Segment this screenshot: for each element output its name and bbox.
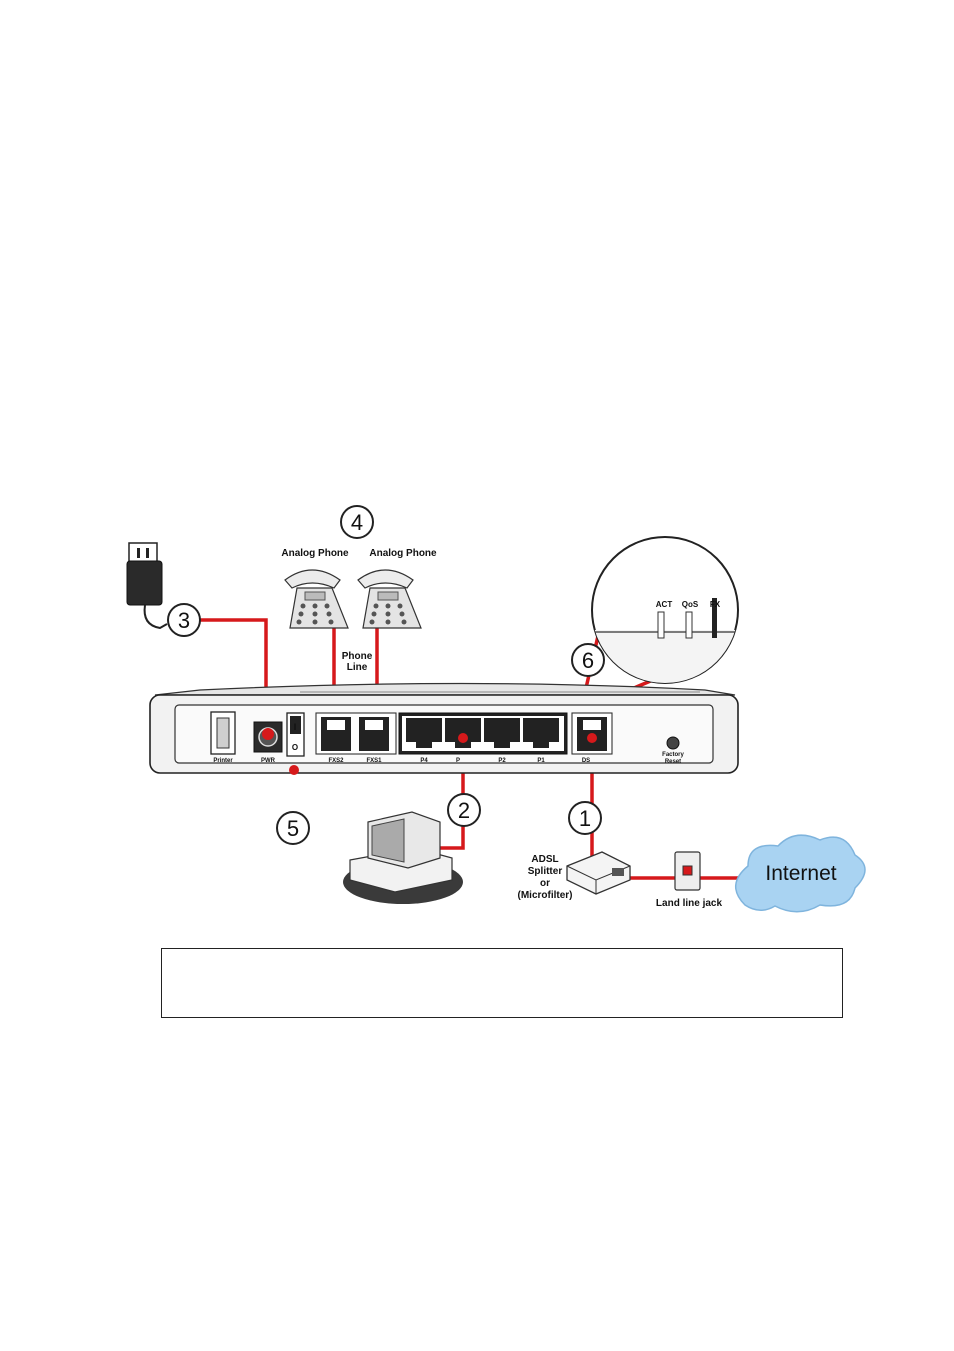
adsl-label-1: ADSL: [531, 854, 558, 865]
step-6: 6: [582, 648, 594, 673]
act-label: ACT: [656, 600, 673, 609]
lan-port-p2: [484, 718, 520, 748]
dsl-label: DS: [582, 758, 590, 764]
led-zoom: [591, 536, 739, 684]
p1-label: P1: [537, 758, 545, 764]
adsl-label-4: (Microfilter): [518, 890, 573, 901]
p3-label: P: [456, 758, 460, 764]
step-4-circle: [340, 505, 374, 539]
p4-label: P4: [420, 758, 428, 764]
phone-line-label-2: Line: [347, 662, 368, 673]
step-markers: [167, 505, 605, 845]
qos-led: [685, 611, 693, 639]
step-6-circle: [571, 643, 605, 677]
switch-on-label: I: [294, 722, 297, 732]
analog-phone-right-label: Analog Phone: [369, 548, 437, 559]
step-5: 5: [287, 816, 299, 841]
analog-phone-left: [284, 569, 349, 629]
fxs1-label: FXS1: [366, 758, 382, 764]
power-adapter: [126, 542, 168, 630]
land-line-jack: [674, 851, 701, 891]
p2-label: P2: [498, 758, 506, 764]
adsl-label-2: Splitter: [528, 866, 563, 877]
dsl-cable-dot: [587, 733, 597, 743]
lan-port-p4: [406, 718, 442, 748]
analog-phone-left-label: Analog Phone: [281, 548, 349, 559]
printer-label: Printer: [213, 758, 233, 764]
pwr-cable-dot: [262, 728, 274, 740]
fxs2-label: FXS2: [328, 758, 344, 764]
factory-reset-button: [666, 736, 680, 750]
step-3: 3: [178, 608, 190, 633]
adsl-label-3: or: [540, 878, 550, 889]
step-3-circle: [167, 603, 201, 637]
land-line-jack-label: Land line jack: [656, 898, 723, 909]
router: [149, 682, 739, 775]
step-1: 1: [579, 806, 591, 831]
step-2: 2: [458, 798, 470, 823]
step-2-circle: [447, 793, 481, 827]
router-top: [154, 682, 736, 696]
switch-off-label: O: [292, 743, 298, 752]
analog-phone-right: [357, 569, 422, 629]
computer: [343, 811, 463, 904]
factory-label-1: Factory: [662, 752, 684, 758]
fx-label: FX: [710, 600, 721, 609]
adsl-splitter: [566, 851, 631, 895]
switch-dot: [289, 765, 299, 775]
factory-label-2: Reset: [665, 759, 681, 765]
lan-cable: [438, 738, 465, 850]
step-4: 4: [351, 510, 363, 535]
lan-port-p1: [523, 718, 559, 748]
lan-cable-dot: [458, 733, 468, 743]
adapter-body: [126, 560, 163, 606]
step-1-circle: [568, 801, 602, 835]
note-box: [161, 948, 843, 1018]
step-5-circle: [276, 811, 310, 845]
internet-label: Internet: [765, 862, 836, 885]
pwr-label: PWR: [261, 758, 276, 764]
phone-line-label-1: Phone: [342, 651, 373, 662]
internet-cloud: [735, 834, 866, 913]
qos-label: QoS: [682, 600, 699, 609]
act-led: [657, 611, 665, 639]
